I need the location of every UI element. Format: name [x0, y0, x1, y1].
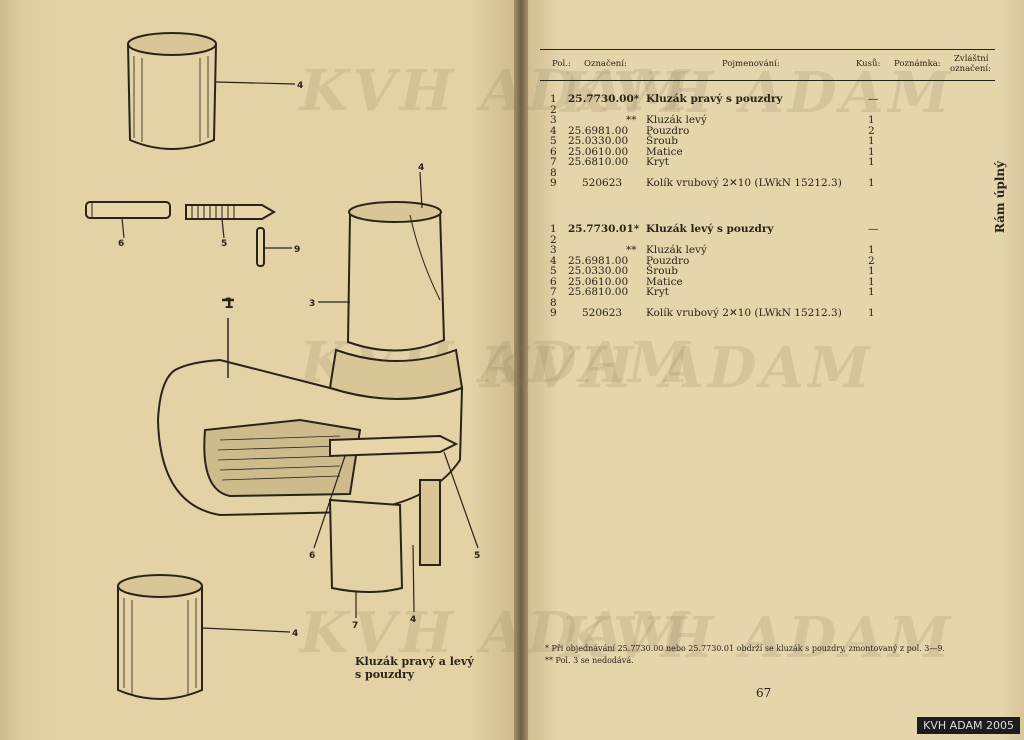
table-cell-pol: 2 — [550, 233, 557, 246]
table-cell-name: Kluzák levý — [646, 114, 707, 126]
callout-label: 6 — [309, 551, 315, 561]
table-cell-qty: 2 — [868, 254, 875, 267]
callout-label: 3 — [309, 299, 315, 309]
callout-label: 4 — [292, 629, 298, 639]
table-cell-pol: 9 — [550, 177, 557, 189]
table-cell-name: Kluzák levý — [646, 244, 707, 256]
table-cell-pol: 7 — [550, 156, 557, 168]
callout-label: 5 — [474, 551, 480, 561]
table-cell-name: Matice — [646, 275, 683, 288]
table-cell-pol: 1 — [550, 93, 557, 105]
housing-1 — [156, 298, 464, 517]
table-cell-name: Matice — [646, 145, 683, 158]
table-cell-qty: 1 — [868, 244, 875, 256]
table-cell-code: 520623 — [582, 177, 623, 189]
parts-table-header: Pol.: Označení: Pojmenování: Kusů: Pozná… — [540, 49, 995, 81]
table-cell-pol: 6 — [550, 275, 557, 288]
exploded-diagram: 4 6 5 9 4 3 1 6 5 7 4 4 — [85, 32, 480, 700]
footnote: * Při objednávání 25.7730.00 nebo 25.773… — [545, 644, 945, 653]
table-cell-pol: 5 — [550, 135, 557, 147]
bushing-bottom — [117, 574, 291, 700]
table-cell-qty: 1 — [868, 307, 875, 319]
table-cell-pol: 1 — [550, 223, 557, 235]
table-cell-code: 520623 — [582, 307, 623, 319]
right-page — [520, 0, 1024, 740]
sleeve-3 — [318, 171, 446, 352]
table-cell-pol: 3 — [550, 114, 557, 126]
table-cell-name: Šroub — [646, 265, 679, 277]
table-cell-code: 25.6810.00 — [568, 156, 629, 168]
table-cell-name: Kolík vrubový 2✕10 (LWkN 15212.3) — [646, 177, 842, 189]
pin-9 — [256, 227, 292, 267]
table-cell-pol: 7 — [550, 286, 557, 298]
table-cell-pol: 5 — [550, 265, 557, 277]
bushing-top — [127, 32, 296, 150]
footnote: ** Pol. 3 se nedodává. — [545, 656, 634, 665]
table-cell-name: Kluzák pravý s pouzdry — [646, 93, 783, 105]
callout-label: 4 — [297, 81, 303, 91]
figure-caption: Kluzák pravý a levý s pouzdry — [355, 655, 474, 681]
table-cell-code: ** — [626, 114, 637, 126]
table-cell-pol: 6 — [550, 145, 557, 158]
table-cell-qty: 2 — [868, 124, 875, 137]
page-number: 67 — [756, 686, 772, 700]
table-cell-code: 25.0330.00 — [568, 135, 629, 147]
table-cell-pol: 4 — [550, 124, 557, 137]
table-cell-qty: — — [868, 93, 879, 105]
table-cell-code: 25.0610.00 — [568, 145, 629, 158]
callout-label: 4 — [418, 163, 424, 173]
table-cell-qty: 1 — [868, 135, 875, 147]
table-cell-qty: 1 — [868, 114, 875, 126]
table-cell-pol: 8 — [550, 166, 557, 179]
watermark-stamp: KVH ADAM 2005 — [917, 717, 1020, 734]
table-cell-name: Pouzdro — [646, 124, 690, 137]
table-cell-qty: 1 — [868, 156, 875, 168]
table-cell-name: Kolík vrubový 2✕10 (LWkN 15212.3) — [646, 307, 842, 319]
table-cell-code: ** — [626, 244, 637, 256]
callout-label: 7 — [352, 621, 358, 631]
screw-5 — [185, 204, 276, 239]
table-cell-qty: 1 — [868, 265, 875, 277]
book-spine — [514, 0, 528, 740]
callout-label: 4 — [410, 615, 416, 625]
table-cell-pol: 9 — [550, 307, 557, 319]
table-cell-qty: — — [868, 223, 879, 235]
callout-label: 9 — [294, 245, 300, 255]
table-cell-code: 25.6810.00 — [568, 286, 629, 298]
table-cell-qty: 1 — [868, 145, 875, 158]
table-cell-code: 25.6981.00 — [568, 124, 629, 137]
table-cell-pol: 3 — [550, 244, 557, 256]
tube-7 — [328, 498, 404, 618]
pin-6 — [85, 201, 171, 239]
table-cell-qty: 1 — [868, 275, 875, 288]
table-cell-code: 25.7730.01* — [568, 223, 640, 235]
section-sidebar: Rám úplný — [993, 160, 1008, 234]
table-cell-pol: 2 — [550, 103, 557, 116]
table-cell-code: 25.6981.00 — [568, 254, 629, 267]
table-cell-qty: 1 — [868, 286, 875, 298]
table-cell-code: 25.0330.00 — [568, 265, 629, 277]
table-cell-name: Pouzdro — [646, 254, 690, 267]
table-cell-name: Šroub — [646, 135, 679, 147]
callout-label: 1 — [224, 296, 234, 312]
table-cell-name: Kluzák levý s pouzdry — [646, 223, 774, 235]
table-cell-qty: 1 — [868, 177, 875, 189]
callout-label: 6 — [118, 239, 124, 249]
callout-label: 5 — [221, 239, 227, 249]
table-cell-name: Kryt — [646, 156, 670, 168]
table-cell-pol: 4 — [550, 254, 557, 267]
table-cell-pol: 8 — [550, 296, 557, 309]
guard-4 — [412, 479, 441, 613]
table-cell-code: 25.0610.00 — [568, 275, 629, 288]
table-cell-name: Kryt — [646, 286, 670, 298]
table-cell-code: 25.7730.00* — [568, 93, 640, 105]
